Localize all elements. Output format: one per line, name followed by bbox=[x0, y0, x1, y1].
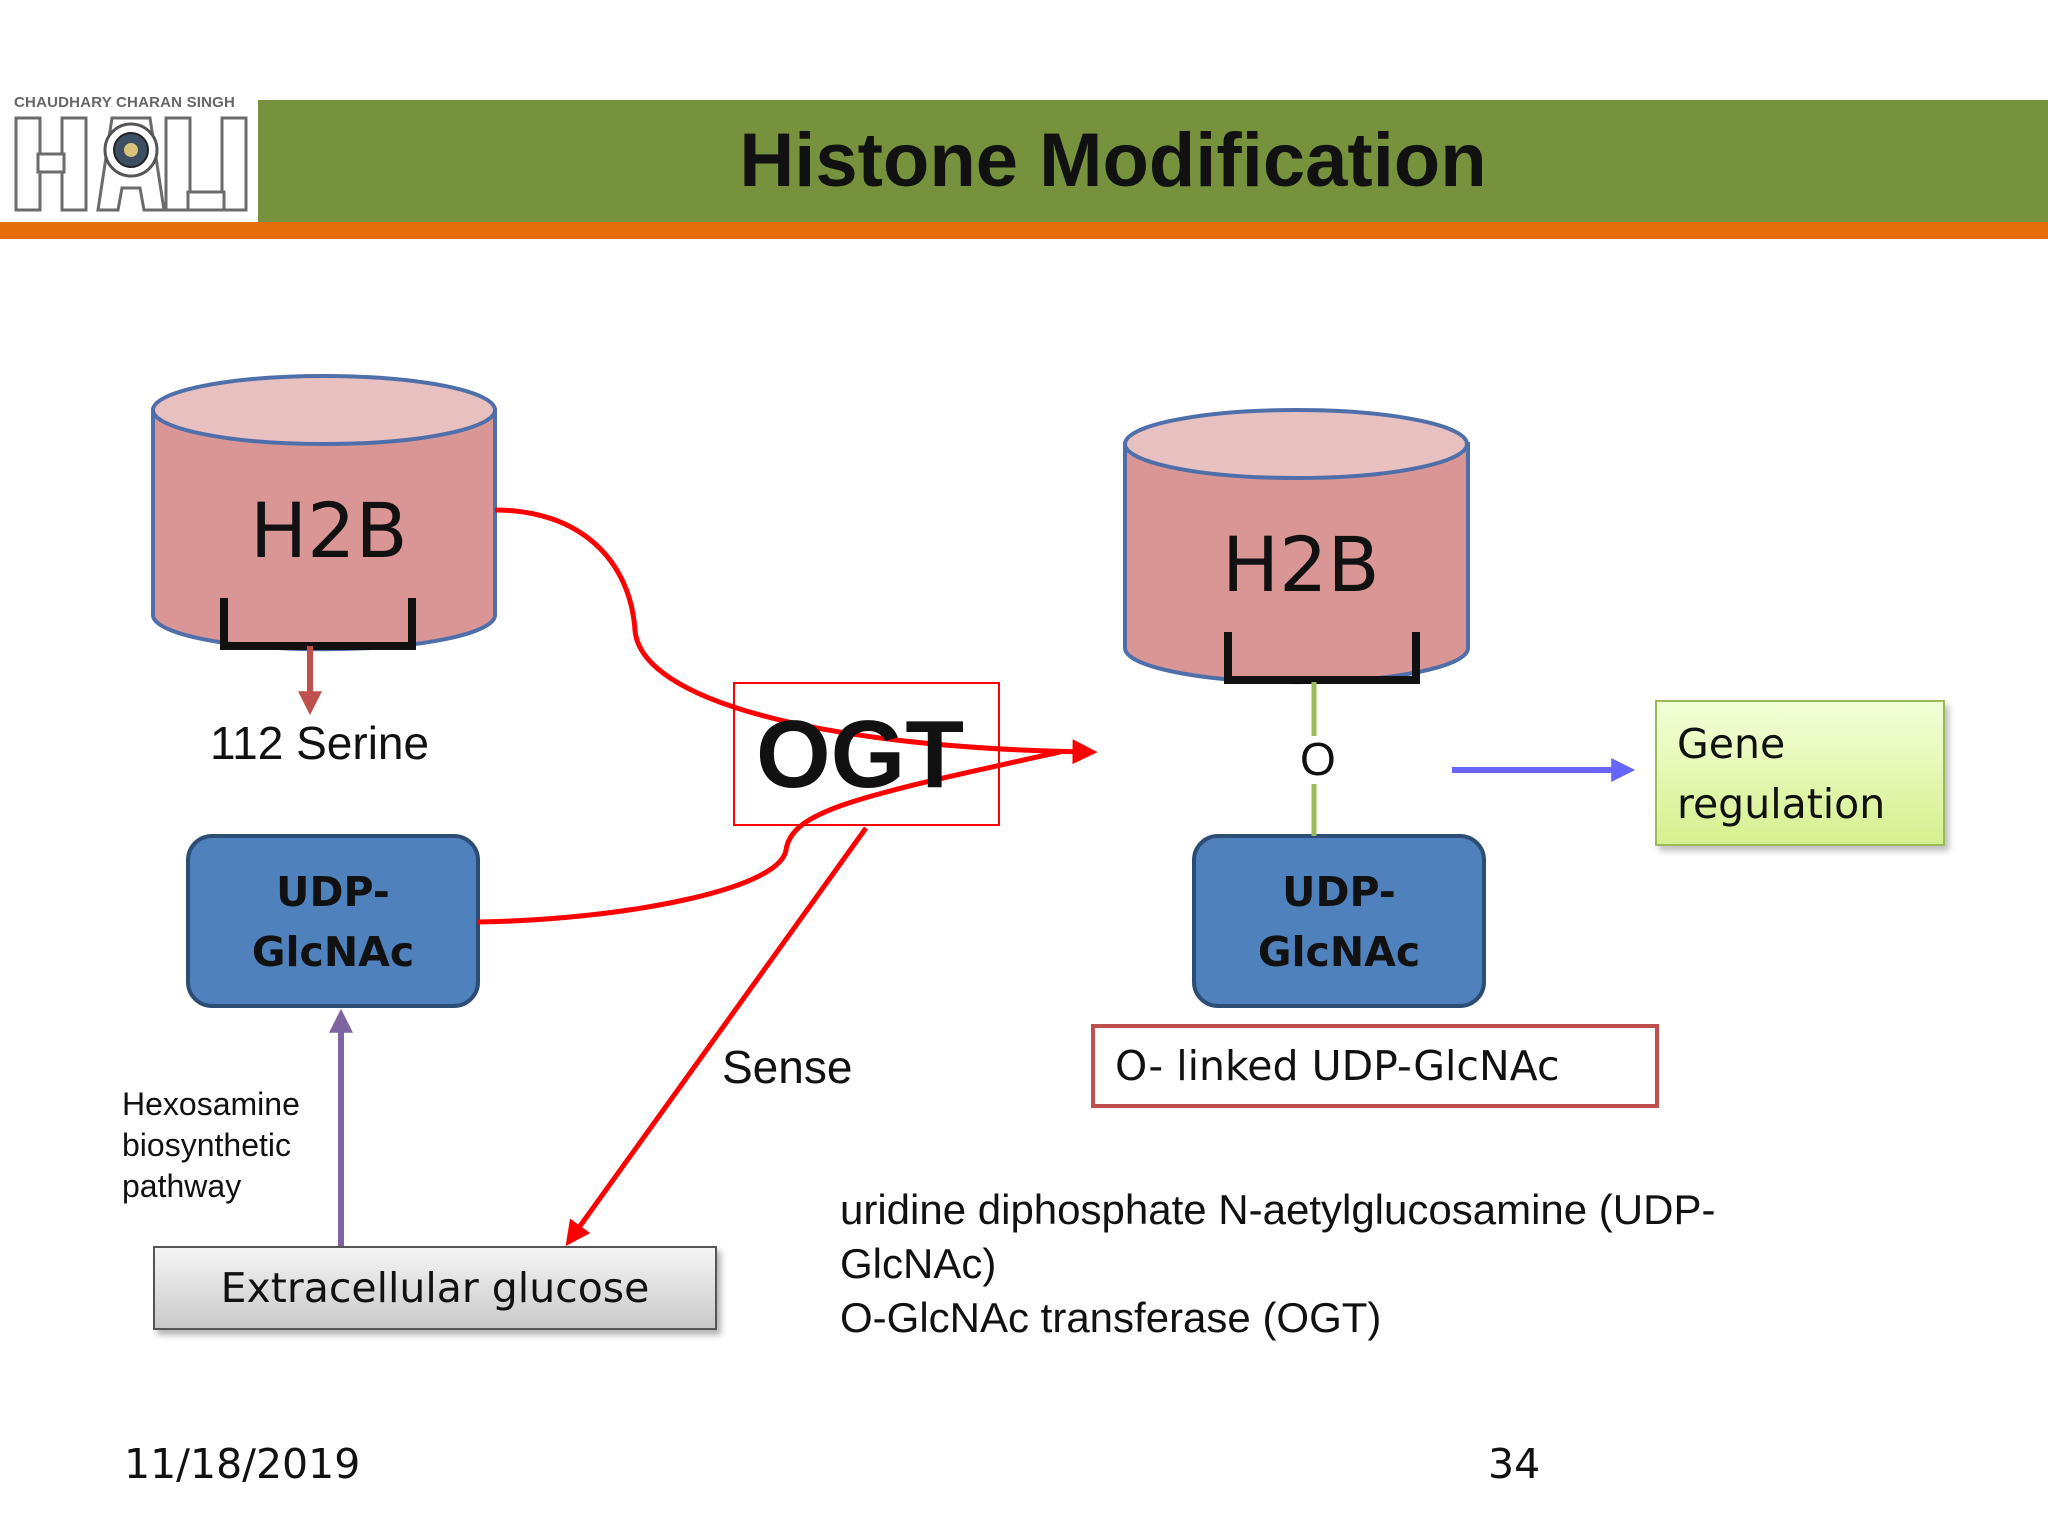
right-histone-cylinder bbox=[1123, 408, 1470, 685]
ogt-label: OGT bbox=[756, 701, 964, 808]
histone-to-product-arrow bbox=[494, 507, 1098, 765]
gene-line1: Gene bbox=[1677, 720, 1786, 768]
university-logo bbox=[0, 92, 258, 222]
left-sugar-line2: GlcNAc bbox=[251, 928, 415, 976]
right-sugar-line2: GlcNAc bbox=[1257, 928, 1421, 976]
pathway-line2: biosynthetic bbox=[122, 1127, 291, 1163]
o-linked-box: O- linked UDP-GlcNAc bbox=[1091, 1024, 1659, 1108]
header-band bbox=[0, 100, 2048, 222]
serine-label: 112 Serine bbox=[210, 717, 430, 769]
right-sugar-label: UDP- GlcNAc bbox=[1194, 862, 1484, 982]
right-sugar-line1: UDP- bbox=[1282, 868, 1396, 916]
pathway-line3: pathway bbox=[122, 1168, 242, 1204]
left-histone-cylinder bbox=[151, 374, 497, 652]
logo-caption: CHAUDHARY CHARAN SINGH bbox=[14, 94, 236, 111]
sense-arrow bbox=[565, 826, 869, 1247]
gene-regulation-box: Gene regulation bbox=[1655, 700, 1945, 846]
slide-title: Histone Modification bbox=[739, 118, 1487, 203]
definition-line2: GlcNAc) bbox=[840, 1240, 997, 1287]
logo-graphic bbox=[14, 116, 248, 212]
ogt-box bbox=[733, 682, 1000, 826]
sugar-to-product-curve bbox=[477, 749, 1061, 925]
gene-line2: regulation bbox=[1677, 780, 1886, 828]
slide-number: 34 bbox=[1488, 1440, 1541, 1488]
pathway-line1: Hexosamine bbox=[122, 1086, 300, 1122]
definitions-text: uridine diphosphate N-aetylglucosamine (… bbox=[840, 1183, 1840, 1345]
definition-line3: O-GlcNAc transferase (OGT) bbox=[840, 1294, 1382, 1341]
glucose-box: Extracellular glucose bbox=[153, 1246, 717, 1330]
footer-date: 11/18/2019 bbox=[124, 1440, 361, 1488]
left-sugar-label: UDP- GlcNAc bbox=[188, 862, 478, 982]
header-rule bbox=[0, 222, 2048, 239]
right-histone-label: H2B bbox=[1222, 520, 1380, 609]
sense-label: Sense bbox=[722, 1041, 853, 1093]
left-histone-label: H2B bbox=[250, 486, 408, 575]
right-sugar-box bbox=[1192, 834, 1486, 1008]
definition-line1: uridine diphosphate N-aetylglucosamine (… bbox=[840, 1186, 1716, 1233]
pathway-label: Hexosamine biosynthetic pathway bbox=[122, 1084, 300, 1207]
oxygen-label: O bbox=[1300, 733, 1336, 785]
left-sugar-line1: UDP- bbox=[276, 868, 390, 916]
